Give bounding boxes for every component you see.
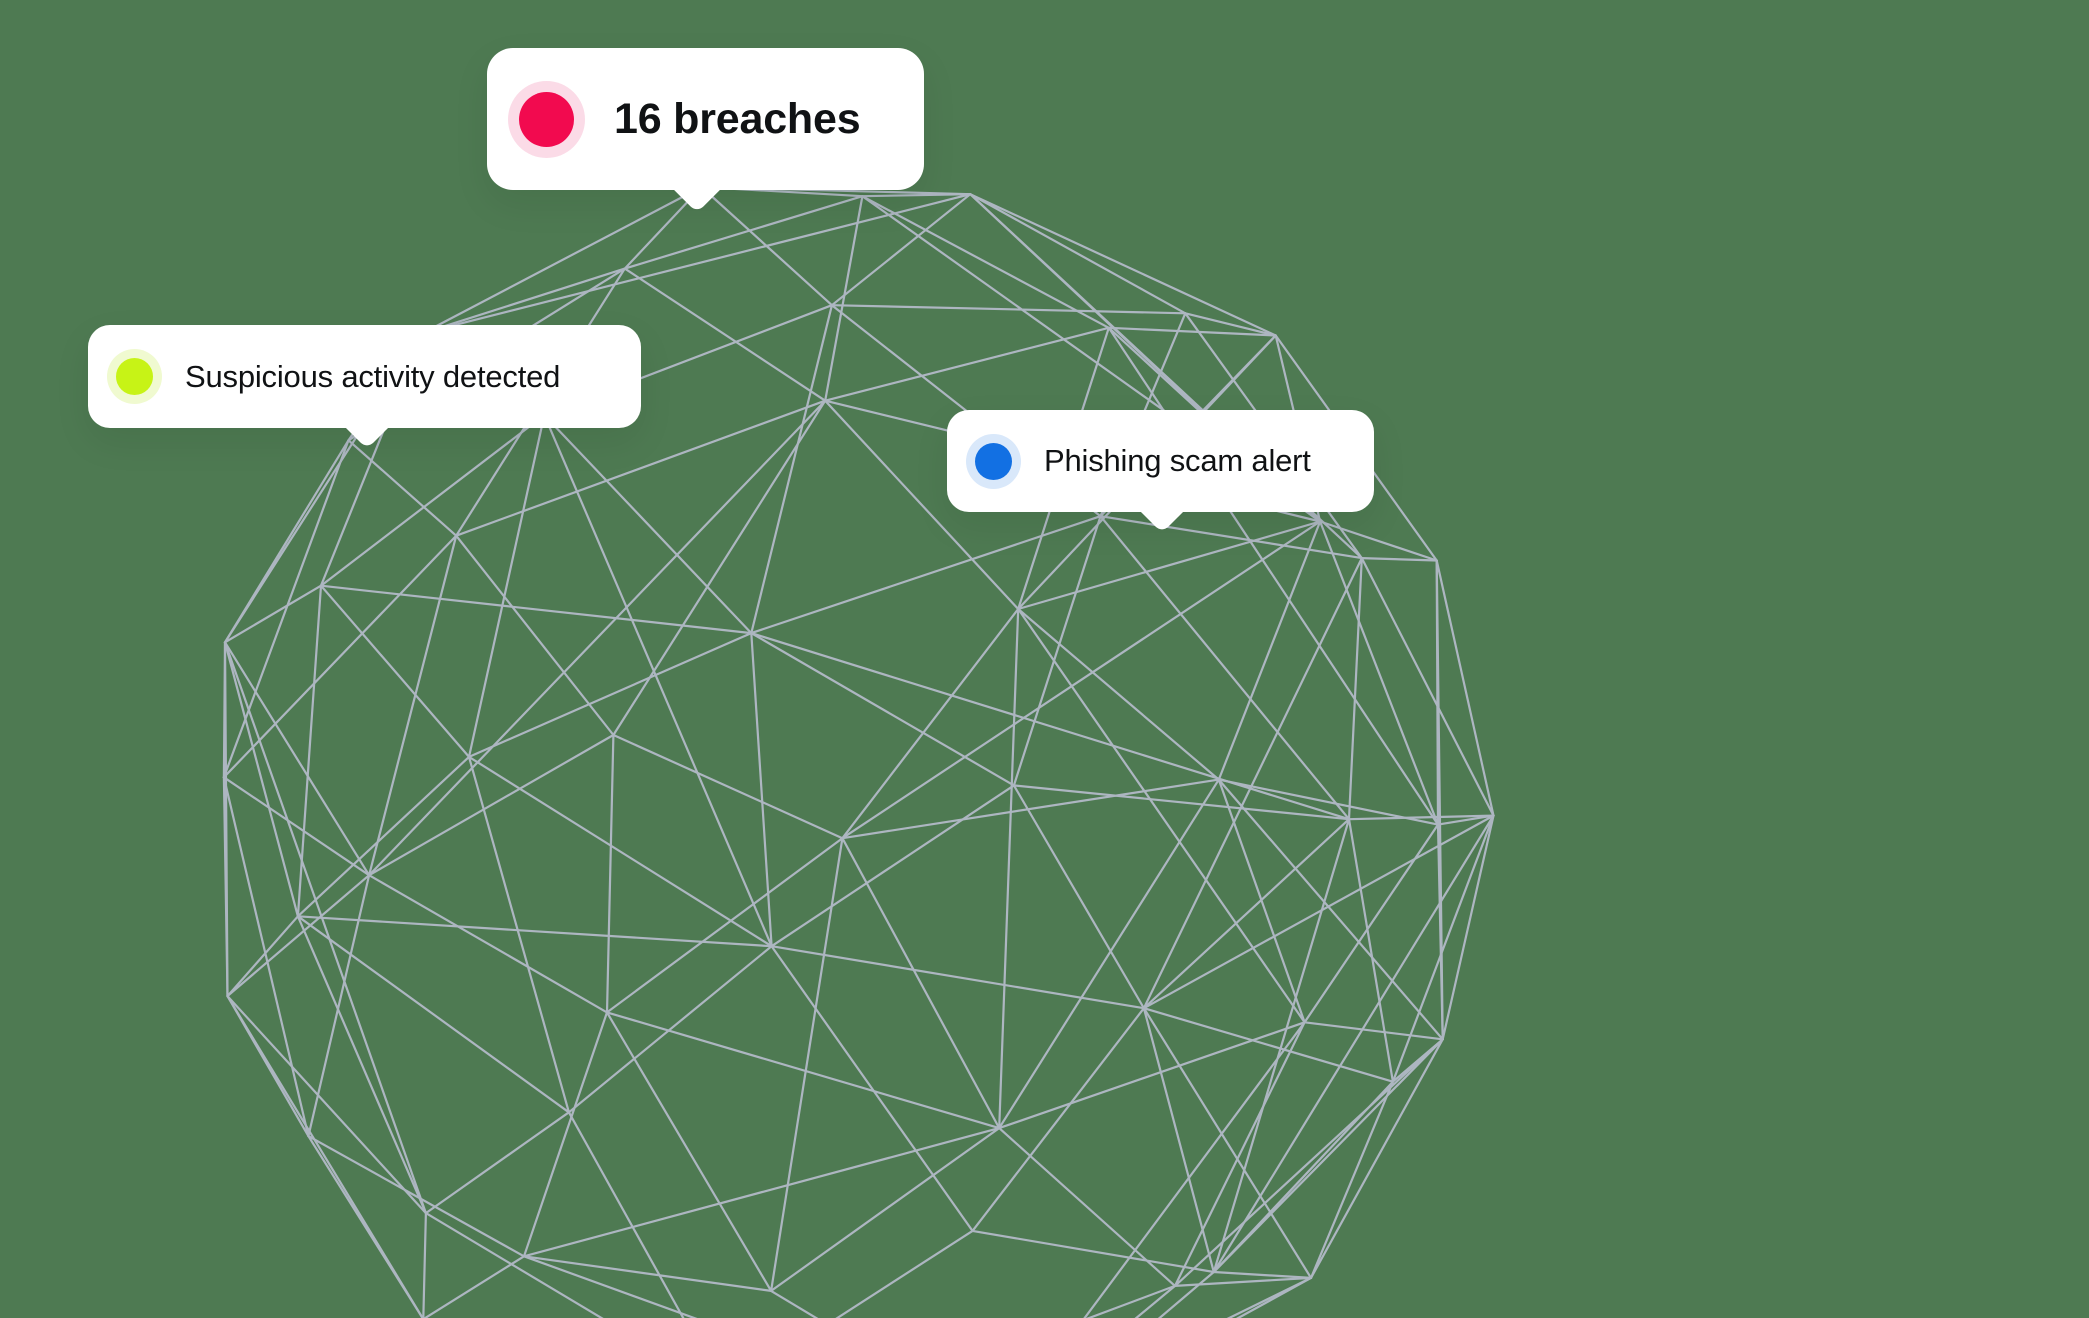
callout-phishing-scam-label: Phishing scam alert xyxy=(1044,443,1311,478)
callout-suspicious-activity: Suspicious activity detected xyxy=(88,325,641,450)
callout-breaches-label: 16 breaches xyxy=(614,94,861,143)
callout-breaches: 16 breaches xyxy=(487,48,924,213)
breaches-status-dot-icon xyxy=(519,91,574,147)
phishing-scam-status-dot-icon xyxy=(975,442,1012,480)
callout-phishing-scam: Phishing scam alert xyxy=(947,410,1374,534)
suspicious-activity-status-dot-icon xyxy=(116,358,153,395)
callout-suspicious-activity-label: Suspicious activity detected xyxy=(185,358,561,394)
